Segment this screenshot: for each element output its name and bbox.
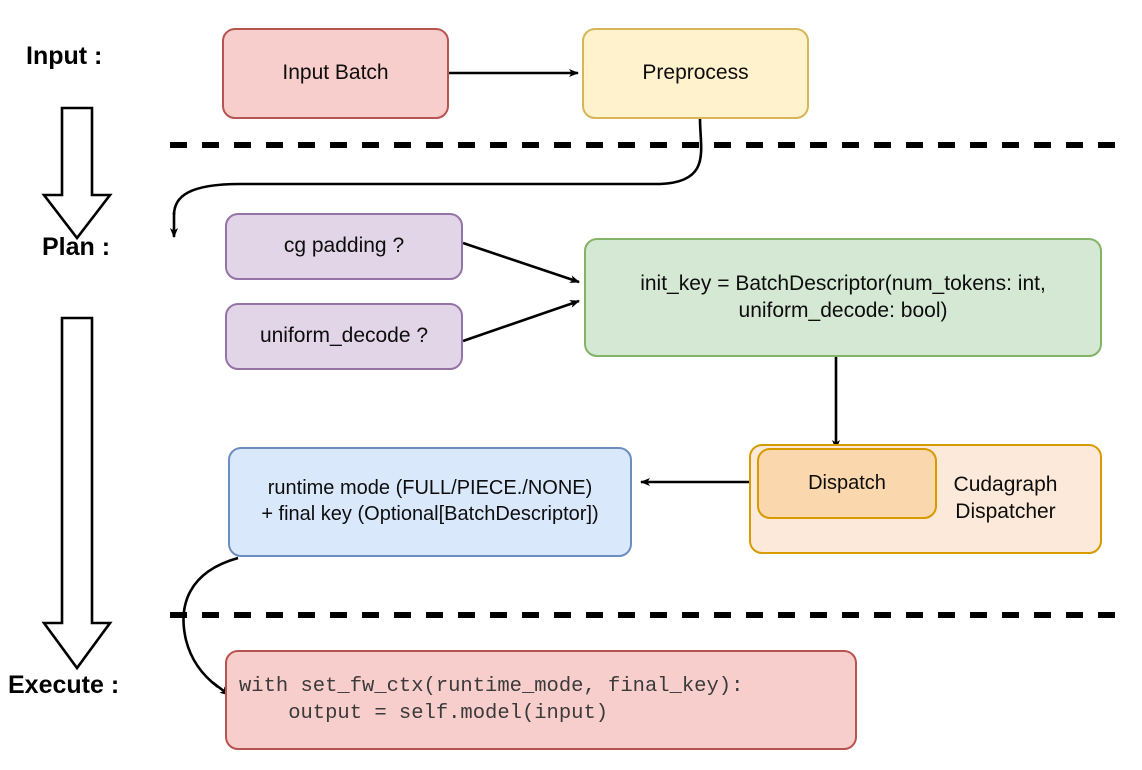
node-runtime-mode-line1: runtime mode (FULL/PIECE./NONE) <box>267 477 593 500</box>
edge-uniform-decode-to-init-key <box>462 299 580 343</box>
node-dispatch-label: Dispatch <box>808 471 886 494</box>
edge-cg-padding-to-init-key <box>462 241 580 284</box>
node-uniform-decode-label: uniform_decode ? <box>259 324 429 348</box>
node-preprocess-label: Preprocess <box>642 61 749 85</box>
stage-label-execute: Execute : <box>8 671 120 699</box>
stage-arrow-input-to-plan <box>41 106 113 241</box>
node-preprocess[interactable]: Preprocess <box>582 28 809 119</box>
node-cg-padding-label: cg padding ? <box>283 234 405 258</box>
stage-arrow-plan-to-execute <box>41 316 113 671</box>
node-init-key-line2: uniform_decode: bool) <box>738 298 948 322</box>
node-execute-code-line1: with set_fw_ctx(runtime_mode, final_key)… <box>239 674 744 698</box>
node-input-batch[interactable]: Input Batch <box>222 28 449 119</box>
node-cudagraph-dispatcher-line2: Dispatcher <box>955 500 1056 523</box>
node-dispatch[interactable]: Dispatch <box>757 448 937 519</box>
node-init-key-line1: init_key = BatchDescriptor(num_tokens: i… <box>640 271 1046 295</box>
node-input-batch-label: Input Batch <box>282 61 389 85</box>
node-execute-code[interactable]: with set_fw_ctx(runtime_mode, final_key)… <box>225 650 857 750</box>
stage-label-plan: Plan : <box>42 233 111 261</box>
node-cudagraph-dispatcher-line1: Cudagraph <box>953 473 1058 497</box>
node-runtime-mode-line2: + final key (Optional[BatchDescriptor]) <box>261 503 599 525</box>
stage-label-input: Input : <box>26 42 103 70</box>
node-uniform-decode[interactable]: uniform_decode ? <box>225 303 463 370</box>
node-cg-padding[interactable]: cg padding ? <box>225 213 463 280</box>
node-init-key[interactable]: init_key = BatchDescriptor(num_tokens: i… <box>584 238 1102 357</box>
node-runtime-mode[interactable]: runtime mode (FULL/PIECE./NONE) + final … <box>228 447 632 557</box>
node-execute-code-line2: output = self.model(input) <box>239 702 609 725</box>
